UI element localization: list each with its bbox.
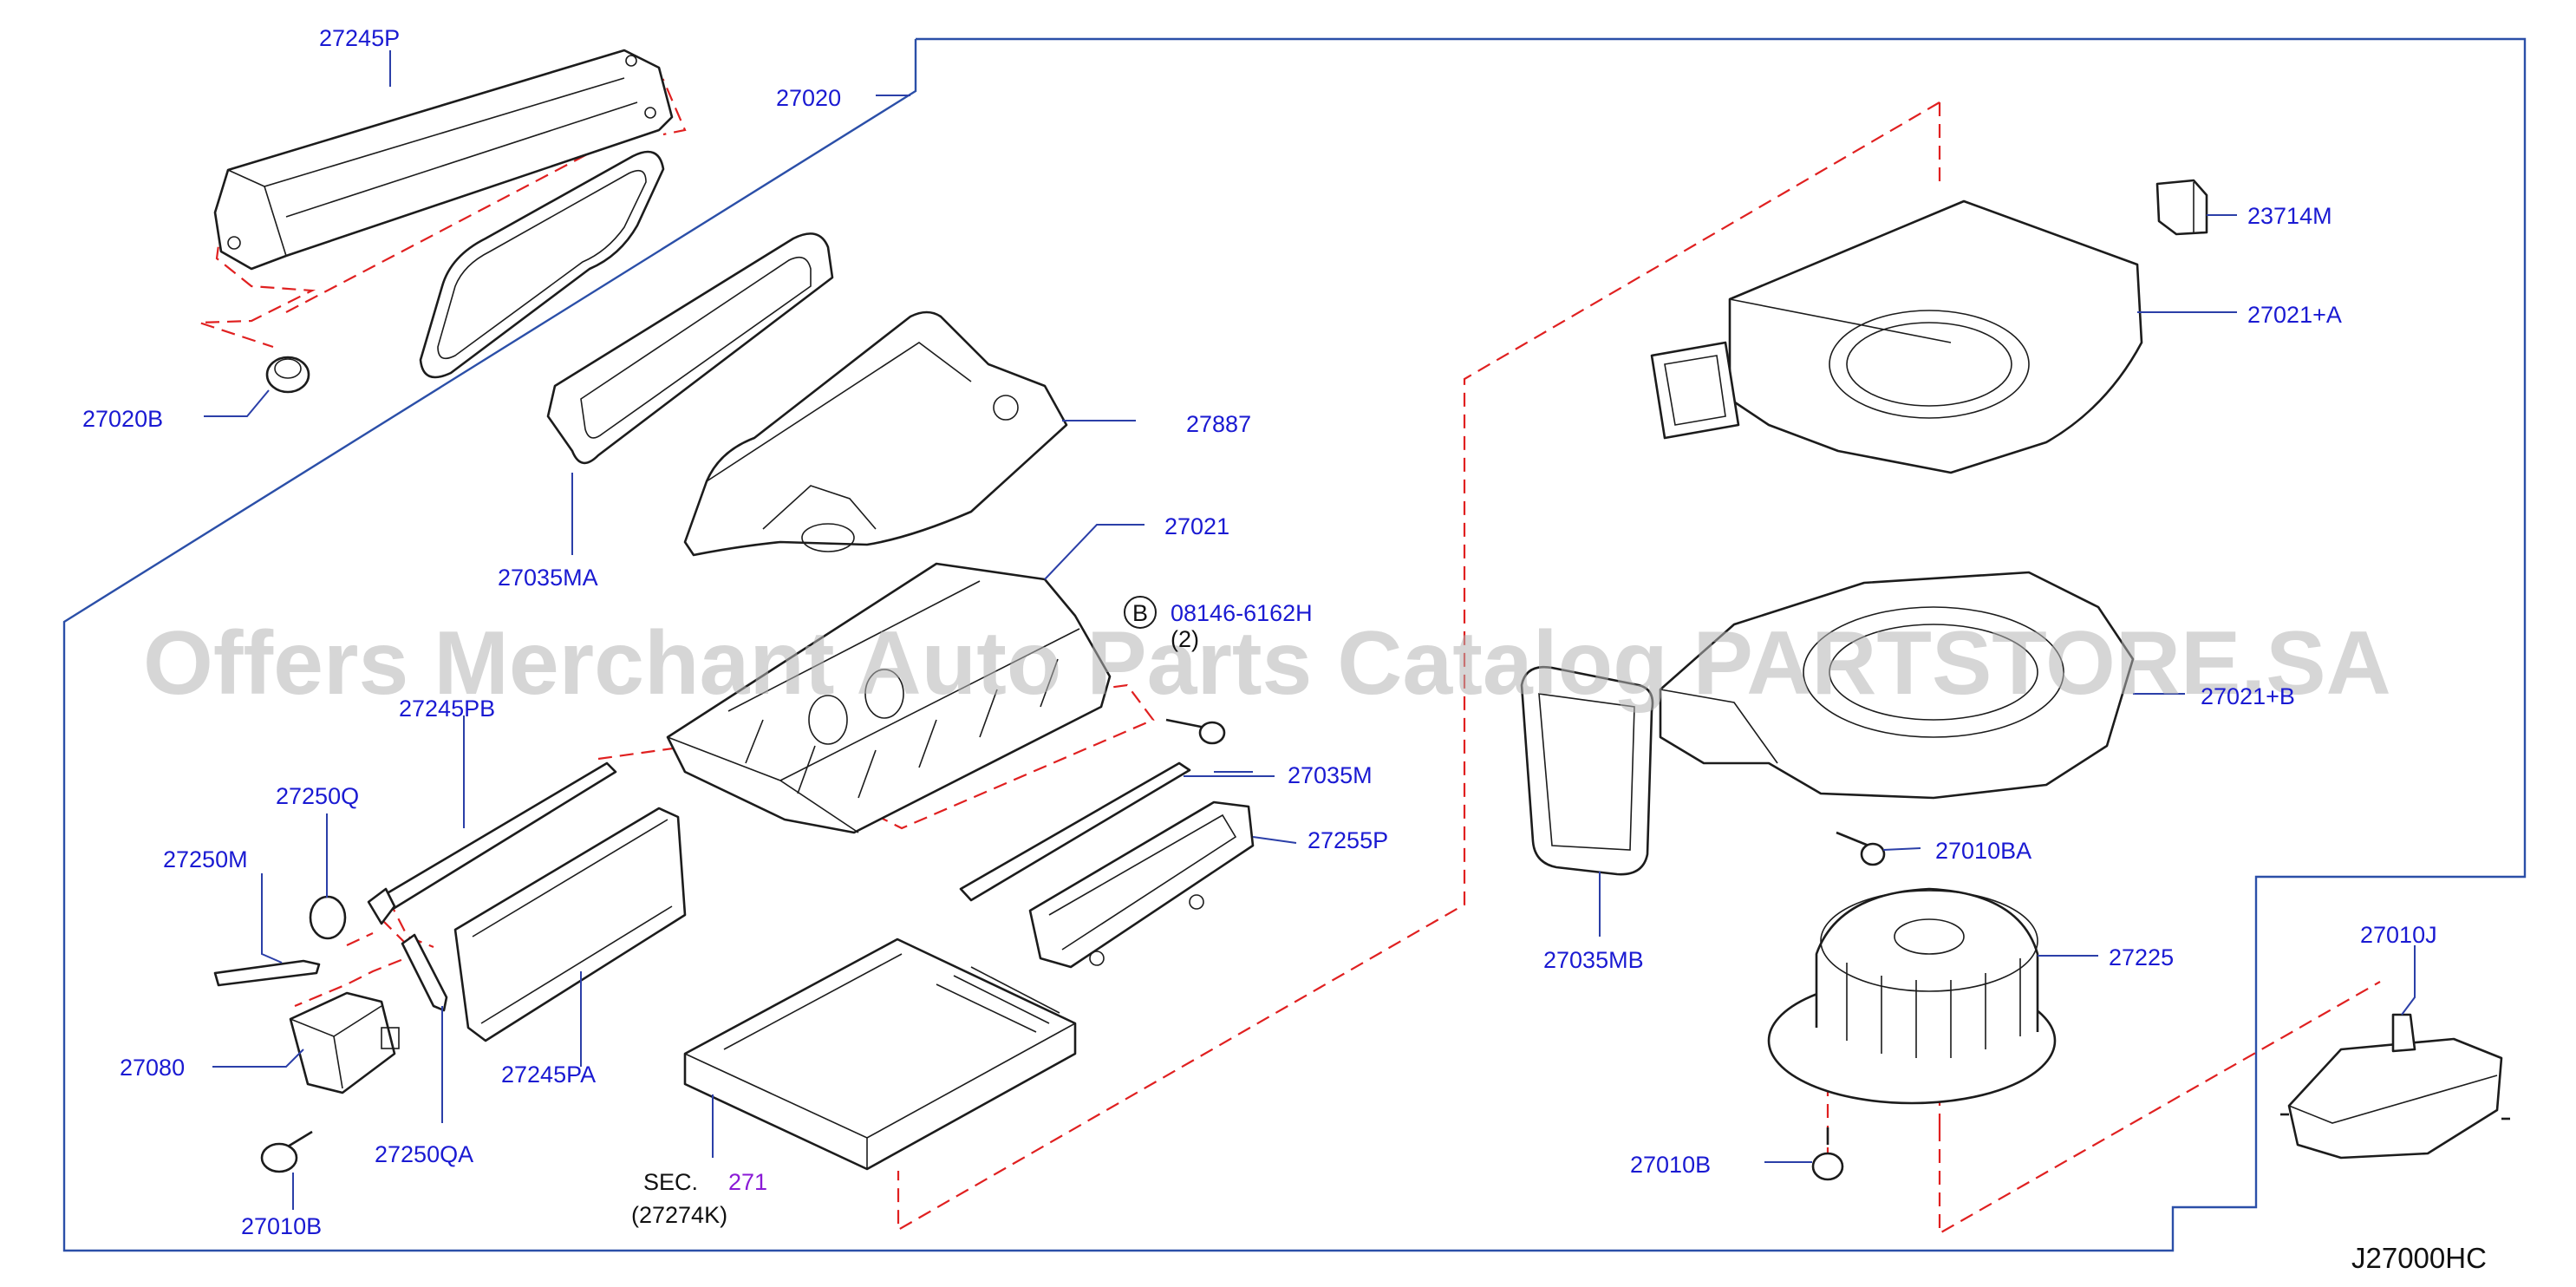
bolt-badge-letter: B bbox=[1132, 600, 1148, 626]
part-27245PB-drawing bbox=[367, 761, 617, 925]
bolt-badge-circle bbox=[1124, 596, 1157, 629]
part-sec-271-filter-drawing bbox=[683, 937, 1077, 1171]
leader-lines bbox=[204, 50, 2416, 1210]
part-27021-drawing bbox=[666, 562, 1112, 834]
watermark-text: Offers Merchant Auto Parts Catalog PARTS… bbox=[143, 613, 2391, 714]
label-27010B-right[interactable]: 27010B bbox=[1630, 1152, 1711, 1178]
label-27245PB[interactable]: 27245PB bbox=[399, 696, 495, 722]
part-labels: 27245P 27020 27020B 27887 27035MA 27021 … bbox=[82, 25, 2437, 1239]
part-27010J-drawing bbox=[2280, 1013, 2510, 1160]
label-27250Q[interactable]: 27250Q bbox=[276, 783, 359, 809]
diagram-code: J27000HC bbox=[2351, 1242, 2487, 1274]
label-23714M[interactable]: 23714M bbox=[2247, 203, 2332, 229]
label-27245PA[interactable]: 27245PA bbox=[501, 1062, 596, 1088]
label-27010B-left[interactable]: 27010B bbox=[241, 1213, 322, 1239]
part-bolt-08146-6162H-drawing bbox=[1165, 718, 1226, 745]
part-27080-drawing bbox=[289, 991, 400, 1094]
part-27225-drawing bbox=[1767, 887, 2057, 1105]
part-27020B-drawing bbox=[265, 356, 310, 394]
part-23714M-drawing bbox=[2155, 179, 2208, 236]
part-27010BA-drawing bbox=[1836, 831, 1886, 866]
label-27887[interactable]: 27887 bbox=[1186, 411, 1251, 437]
part-27010B-right-drawing bbox=[1811, 1127, 1844, 1181]
label-27021[interactable]: 27021 bbox=[1164, 513, 1229, 539]
label-sec-271[interactable]: 271 bbox=[728, 1169, 767, 1195]
label-sec-27274K: (27274K) bbox=[631, 1202, 727, 1228]
part-27887-drawing bbox=[683, 310, 1068, 557]
part-27245P-drawing bbox=[213, 49, 674, 379]
label-27021A[interactable]: 27021+A bbox=[2247, 302, 2342, 328]
part-27035MB-drawing bbox=[1520, 665, 1654, 876]
label-27225[interactable]: 27225 bbox=[2109, 944, 2174, 970]
part-27250Q-drawing bbox=[309, 895, 347, 940]
part-27010B-left-drawing bbox=[260, 1130, 313, 1173]
label-27020[interactable]: 27020 bbox=[776, 85, 841, 111]
label-27245P[interactable]: 27245P bbox=[319, 25, 400, 51]
label-27010BA[interactable]: 27010BA bbox=[1935, 838, 2031, 864]
label-bolt-quantity: (2) bbox=[1171, 626, 1199, 652]
label-27255P[interactable]: 27255P bbox=[1308, 827, 1388, 853]
part-27035M-drawing bbox=[959, 761, 1191, 902]
part-27021A-drawing bbox=[1650, 199, 2143, 474]
label-27035MA[interactable]: 27035MA bbox=[498, 565, 598, 591]
label-sec-prefix: SEC. bbox=[643, 1169, 698, 1195]
label-bolt-08146-6162H[interactable]: 08146-6162H bbox=[1171, 600, 1313, 626]
label-27020B[interactable]: 27020B bbox=[82, 406, 163, 432]
part-27255P-drawing bbox=[1028, 800, 1255, 969]
part-27021B-drawing bbox=[1659, 571, 2135, 800]
part-27035MA-drawing bbox=[546, 232, 834, 465]
assembly-boundary bbox=[62, 37, 2527, 1252]
label-27080[interactable]: 27080 bbox=[120, 1055, 185, 1081]
label-27010J[interactable]: 27010J bbox=[2360, 922, 2437, 948]
part-27245PA-drawing bbox=[453, 807, 687, 1042]
label-27250QA[interactable]: 27250QA bbox=[375, 1141, 473, 1167]
label-27035MB[interactable]: 27035MB bbox=[1543, 947, 1644, 973]
label-27021B[interactable]: 27021+B bbox=[2201, 683, 2295, 709]
label-27035M[interactable]: 27035M bbox=[1288, 762, 1373, 788]
label-27250M[interactable]: 27250M bbox=[163, 846, 248, 872]
part-27250M-drawing bbox=[213, 959, 321, 987]
part-27250QA-drawing bbox=[401, 933, 448, 1012]
